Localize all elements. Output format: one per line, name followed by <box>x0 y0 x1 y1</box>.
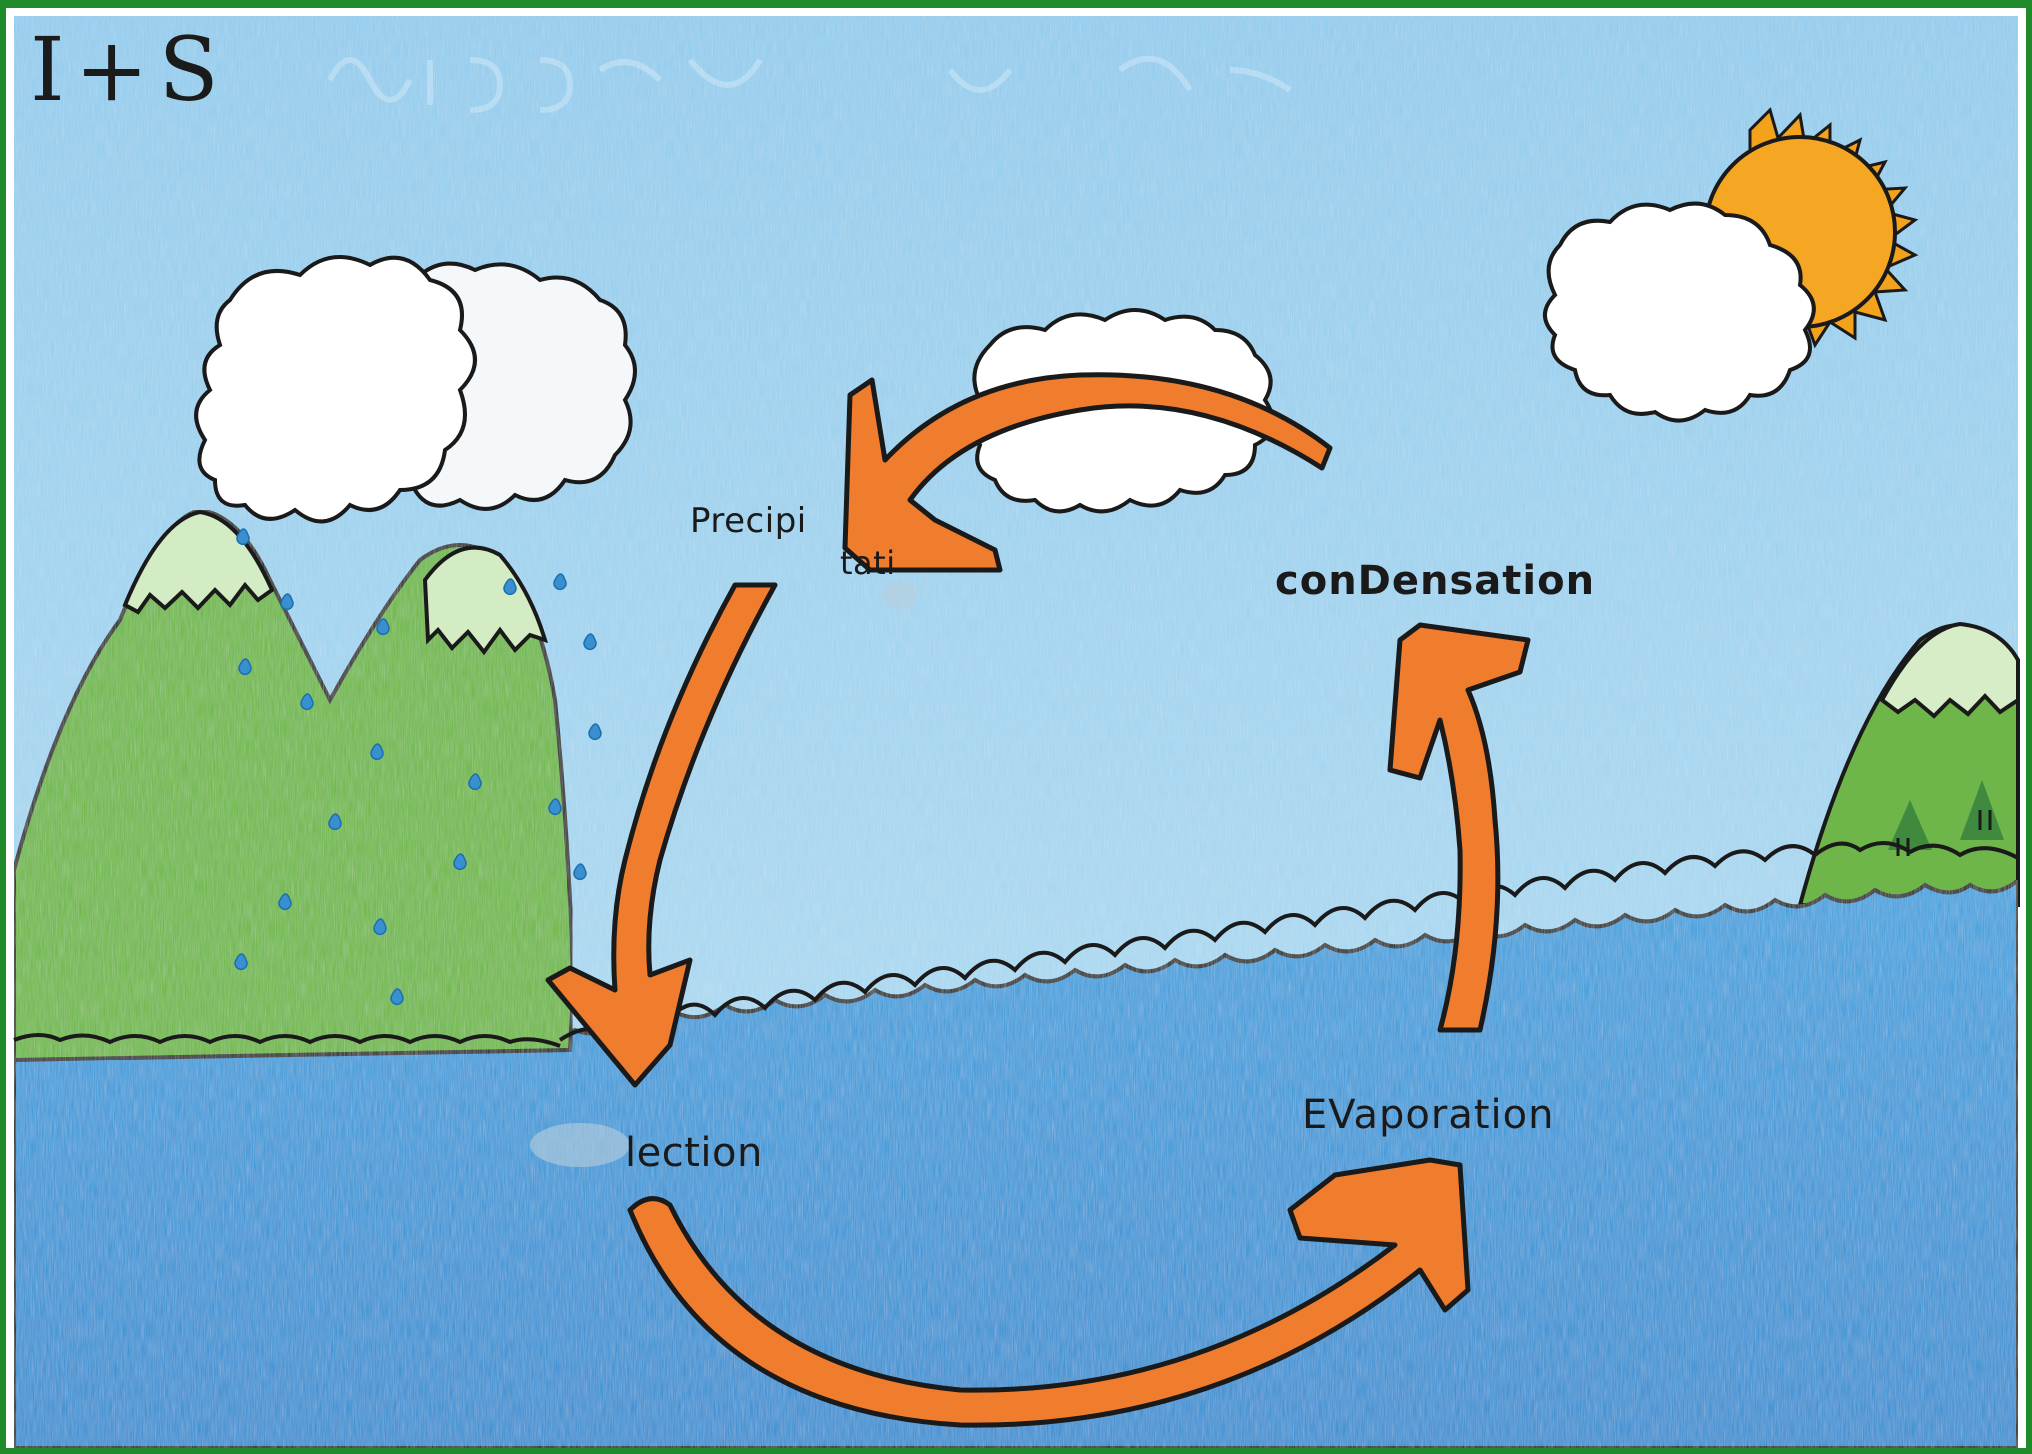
collection-label: lection <box>625 1130 763 1176</box>
page-title: I+S <box>30 18 229 121</box>
precipitation-label: Precipi tati <box>690 500 896 583</box>
left-cloud-icon <box>196 257 635 521</box>
precipitation-label-line1: Precipi <box>690 501 807 541</box>
evaporation-label: EVaporation <box>1302 1092 1554 1138</box>
condensation-label: conDensation <box>1275 558 1595 604</box>
precipitation-label-line2: tati <box>690 543 896 583</box>
